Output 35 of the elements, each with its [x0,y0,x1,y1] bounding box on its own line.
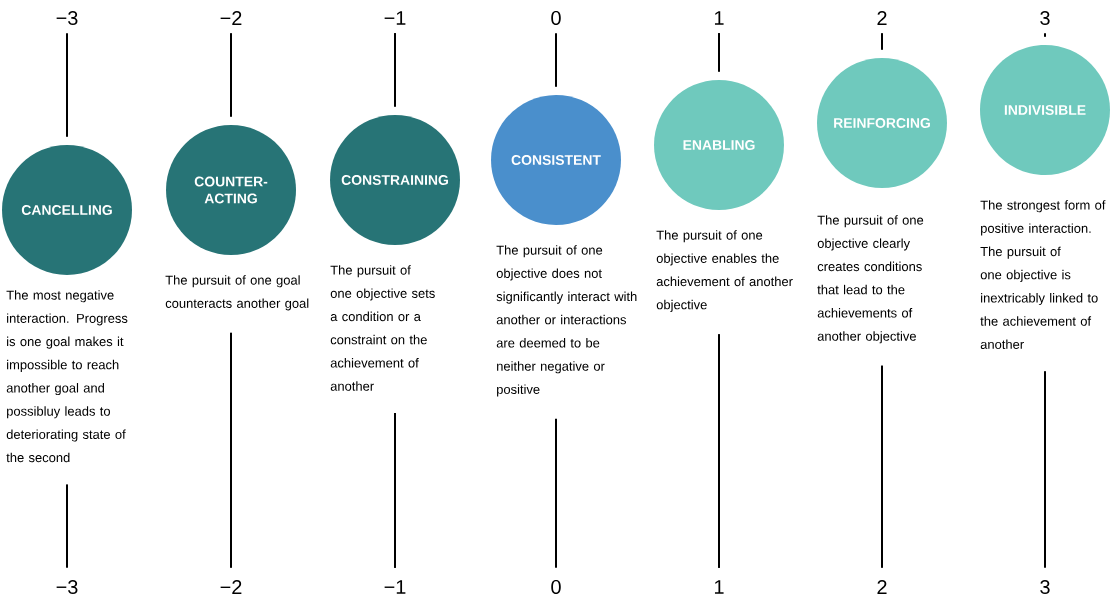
scale-number: −3 [56,10,78,26]
description-text: The most negative interaction. Progress is one goal makes it impossible to reach another goal and possibluy leads to deteriorating state of the second [6,290,128,463]
scale-number: 1 [715,11,724,25]
scale-number: 2 [877,11,887,25]
scale-number: −1 [384,580,406,594]
connector-line [881,364,883,569]
scale-number: 1 [715,580,724,594]
description-text: The strongest form of positive interaction. The pursuit of one objective is inextricably linked to the achievement of another [980,200,1106,349]
scale-number: −3 [56,579,78,595]
connector-line [394,32,396,108]
scale-number: 0 [551,579,561,595]
description-text: The pursuit of one objective sets a condition or a constraint on the achievement of another [330,265,435,391]
connector-line [66,32,68,138]
connector-line [555,417,557,569]
connector-line [555,32,557,88]
connector-line [230,331,232,569]
connector-line [1044,370,1046,569]
description-text: The pursuit of one objective enables the achievement of another objective [656,230,793,312]
connector-line [394,411,396,569]
description-text: The pursuit of one goal counteracts another goal [165,275,309,311]
scale-number: −1 [384,11,406,25]
scale-number: 2 [877,580,887,594]
connector-line [718,32,720,73]
scale-number: 3 [1040,579,1050,595]
connector-line [1044,32,1046,38]
scale-number: 0 [551,10,561,26]
connector-line [66,483,68,569]
scale-number: −2 [220,11,242,25]
scale-number: −2 [220,580,242,594]
connector-line [718,333,720,569]
connector-line [881,32,883,51]
scale-number: 3 [1040,10,1050,26]
description-text: The pursuit of one objective clearly creates conditions that lead to the achievements of another objective [817,215,924,344]
description-text: The pursuit of one objective does not significantly interact with another or interactions are deemed to be neither negative or positive [496,245,637,397]
connector-line [230,32,232,118]
